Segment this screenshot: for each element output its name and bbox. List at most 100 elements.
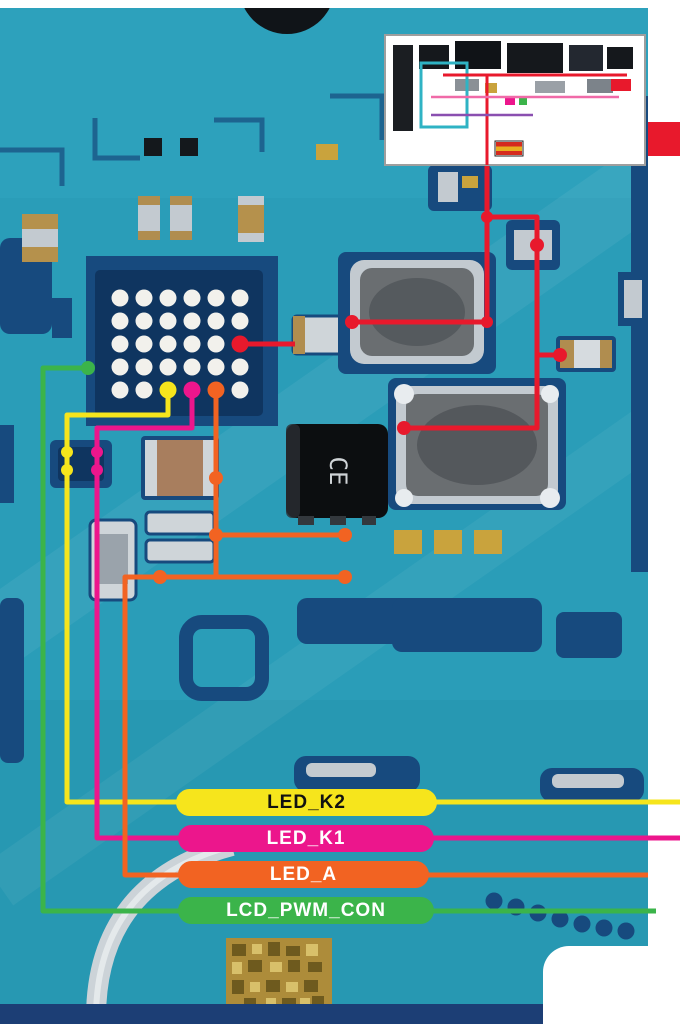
bga-ball [159,289,177,307]
capacitor-end [293,316,305,354]
gold-pad [394,530,422,554]
bga-ball [111,381,129,399]
corner-cutout [543,946,648,1024]
capacitor-end [238,233,264,242]
red-edge-tab [648,122,680,156]
copper-shape [556,612,622,658]
net-label-text: LED_K2 [267,791,346,813]
capacitor [138,196,160,240]
solder-blob [395,489,413,507]
red-trace-vbat-boost [233,160,567,435]
bga-ball [159,358,177,376]
solder-streak [552,774,624,788]
capacitor [144,510,216,536]
bga-ball [159,335,177,353]
magenta-junction-dot [91,446,103,458]
component-cluster [428,165,492,211]
capacitor-end [203,440,215,496]
bga-ball [135,312,153,330]
ce-component-bevel [286,424,300,518]
copper-shape [297,598,415,644]
orange-junction-dot [209,528,223,542]
inset-component [507,43,563,73]
ce-chip-label: CE [324,457,352,486]
chip-component [144,138,162,156]
copper-shape [0,425,14,503]
bga-ball [207,289,225,307]
component-pin [330,516,346,525]
capacitor-end [138,196,160,205]
inset-component [519,97,527,105]
net-label-text: LED_K1 [266,827,346,849]
gold-pad [434,530,462,554]
solder-streak [438,172,458,202]
capacitor-end [170,196,192,205]
copper-hook [179,615,269,701]
red-trace-path [404,214,540,431]
green-junction-dot [81,361,95,375]
net-label-text: LED_A [269,863,338,885]
inset-component [455,41,501,69]
bga-ball [159,312,177,330]
inset-component [393,45,413,131]
red-junction-dot [397,421,411,435]
net-label-pill-lcd-pwm-con: LCD_PWM_CON [178,897,434,924]
orange-junction-dot [338,528,352,542]
solder-blob [540,488,560,508]
net-label-pill-led-k1: LED_K1 [178,825,434,852]
bga-ball [183,335,201,353]
resistor-body [574,340,600,368]
bga-ball [207,335,225,353]
inset-component [611,79,631,91]
inductor-core [417,405,537,485]
capacitor-end [138,231,160,240]
solder-arc-highlight [93,843,233,1019]
orange-junction-dot [338,570,352,584]
net-label-pill-led-k2: LED_K2 [176,789,437,816]
bga-ball [207,312,225,330]
bga-ball [135,381,153,399]
solder-blob [541,385,559,403]
gold-qr-cells-light [232,944,318,1008]
net-label-text: LCD_PWM_CON [226,899,386,921]
silk-trace [92,118,140,161]
solder-streak [306,763,376,777]
fiducial-circle [244,8,330,34]
inset-component [505,97,515,105]
yellow-junction-dot [61,464,73,476]
bga-ball [183,289,201,307]
gold-pad [316,144,338,160]
orange-junction-dot [209,471,223,485]
bga-ball [183,312,201,330]
bga-ball [135,289,153,307]
inset-flag-marker [494,140,524,157]
bga-ball [111,335,129,353]
capacitor [170,196,192,240]
red-junction-dot [233,337,247,351]
yellow-junction-dot [61,446,73,458]
component-pin [298,516,314,525]
gold-pad [462,176,478,188]
inset-gold-pad [485,83,497,93]
bga-ball [111,312,129,330]
bga-ball [231,312,249,330]
bga-ball [231,381,249,399]
inset-component [569,45,603,71]
orange-junction-dot [153,570,167,584]
bga-ball [207,358,225,376]
red-junction-dot [530,238,544,252]
bga-ball [135,358,153,376]
bga-ball [231,358,249,376]
inset-component [607,47,633,69]
board-inset-thumbnail [384,34,646,166]
copper-shape [52,298,72,338]
copper-shape [0,598,24,763]
capacitor-end [238,196,264,205]
magenta-junction-dot [91,464,103,476]
silk-trace [214,117,265,152]
bga-grid [111,289,249,399]
resistor-end [600,340,612,368]
gold-pad [474,530,502,554]
ce-component [286,424,388,518]
capacitor-end [22,229,58,247]
